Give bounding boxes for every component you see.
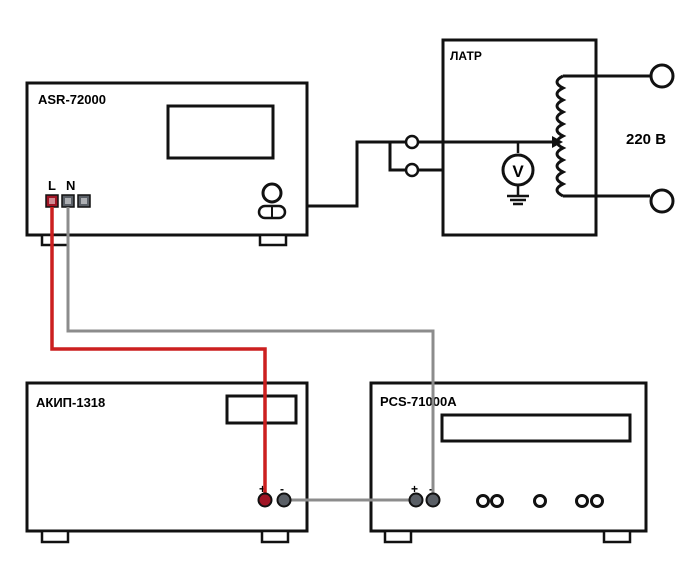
pcs-jack-5	[590, 494, 604, 508]
asr-foot-right	[258, 233, 288, 247]
pcs-foot-right	[602, 529, 632, 544]
asr-latr-wire-branch	[388, 142, 406, 172]
akip-plus-label: +	[259, 482, 266, 496]
pcs-terminal-minus	[425, 492, 441, 508]
akip-display	[225, 394, 298, 425]
red-wire-l	[50, 207, 267, 499]
voltmeter-symbol: V	[512, 162, 524, 181]
asr-knob-icon	[261, 182, 283, 204]
asr-foot-left	[40, 233, 70, 247]
terminal-n-label: N	[66, 178, 75, 193]
mains-voltage-label: 220 В	[626, 131, 666, 148]
akip-foot-left	[40, 529, 70, 544]
wiper-arrow-icon	[552, 136, 563, 148]
pcs-minus-label: -	[429, 482, 433, 496]
pcs-jack-4	[575, 494, 589, 508]
akip-label: АКИП-1318	[36, 395, 105, 410]
input-terminal-top	[404, 134, 420, 150]
asr-latr-wire	[307, 140, 406, 208]
mains-terminal-top	[649, 63, 675, 89]
pcs-foot-left	[383, 529, 413, 544]
autotransformer-coil-icon	[555, 74, 567, 198]
terminal-n-inner	[65, 198, 71, 204]
gray-wire-n	[66, 207, 435, 499]
pcs-jack-1	[476, 494, 490, 508]
pcs-terminal-plus	[408, 492, 424, 508]
akip-1318-unit: АКИП-1318 + -	[25, 381, 309, 544]
mains-terminal-bottom	[649, 188, 675, 214]
akip-terminal-minus	[276, 492, 292, 508]
input-terminal-bottom	[404, 162, 420, 178]
asr-display	[166, 104, 275, 160]
asr-label: ASR-72000	[38, 92, 106, 107]
latr-unit: ЛАТР 220 В V	[404, 38, 675, 237]
terminal-l-inner	[49, 198, 55, 204]
pcs-jack-3	[533, 494, 547, 508]
terminal-pe-inner	[81, 198, 87, 204]
terminal-l-label: L	[48, 178, 56, 193]
akip-foot-right	[260, 529, 290, 544]
akip-terminal-plus	[257, 492, 273, 508]
latr-body	[441, 38, 598, 237]
pcs-plus-label: +	[411, 482, 418, 496]
asr-72000-unit: ASR-72000 L N	[25, 81, 309, 247]
pcs-label: PCS-71000A	[380, 394, 457, 409]
pcs-71000a-unit: PCS-71000A + -	[369, 381, 648, 544]
akip-minus-label: -	[280, 482, 284, 496]
pcs-jack-2	[490, 494, 504, 508]
pcs-display	[440, 413, 632, 443]
latr-label: ЛАТР	[450, 49, 482, 63]
